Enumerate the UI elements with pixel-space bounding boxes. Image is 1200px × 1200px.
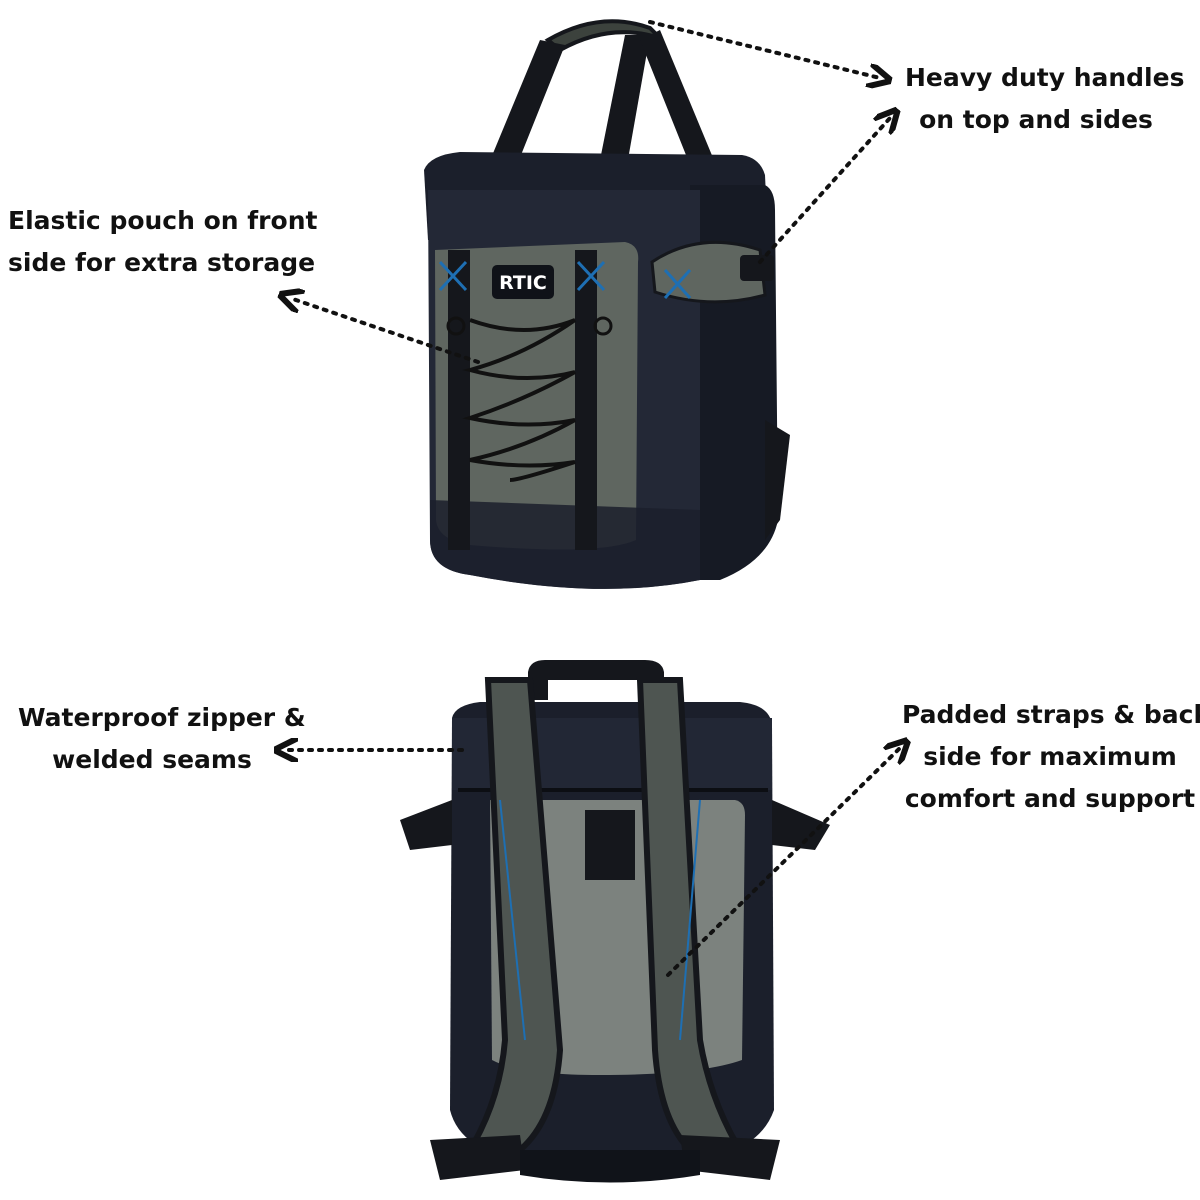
callout-zipper-line2: welded seams bbox=[52, 745, 252, 774]
back-strap-peek bbox=[765, 420, 790, 540]
callout-pouch-line1: Elastic pouch on front bbox=[8, 206, 318, 235]
side-handle-blue bbox=[663, 269, 692, 299]
back-base bbox=[520, 1150, 700, 1183]
arrow-handles-top bbox=[648, 20, 880, 78]
bottom-strap-left bbox=[430, 1135, 525, 1180]
bungee-cord bbox=[462, 318, 577, 482]
callout-straps-line1: Padded straps & back bbox=[902, 700, 1200, 729]
front-bottom-band bbox=[430, 500, 700, 589]
bottom-strap-right bbox=[680, 1135, 780, 1180]
callout-handles: Heavy duty handles on top and sides bbox=[905, 57, 1185, 141]
logo-badge bbox=[492, 265, 554, 299]
callout-handles-line2: on top and sides bbox=[919, 105, 1153, 134]
strap-piping-right bbox=[679, 799, 701, 1041]
callout-straps-line2: side for maximum bbox=[923, 742, 1177, 771]
panel-strap-right bbox=[575, 250, 597, 550]
callout-pouch-line2: side for extra storage bbox=[8, 248, 316, 277]
callout-zipper-line1: Waterproof zipper & bbox=[18, 703, 306, 732]
back-view-backpack bbox=[400, 660, 830, 1183]
arrow-handles-side bbox=[758, 118, 890, 264]
center-back-strap bbox=[585, 810, 635, 880]
strap-piping-left bbox=[499, 799, 526, 1041]
callout-handles-line1: Heavy duty handles bbox=[905, 63, 1185, 92]
arrow-pouch bbox=[290, 298, 480, 364]
front-view-backpack: RTIC bbox=[424, 19, 790, 589]
blue-accent-right bbox=[576, 260, 606, 292]
callout-straps: Padded straps & back side for maximum co… bbox=[902, 694, 1200, 820]
d-ring-left bbox=[446, 316, 466, 336]
panel-strap-left bbox=[448, 250, 470, 550]
back-top-handle bbox=[528, 660, 664, 700]
callout-zipper: Waterproof zipper & welded seams bbox=[18, 697, 306, 781]
callout-straps-line3: comfort and support bbox=[904, 784, 1196, 813]
d-ring-right bbox=[593, 316, 613, 336]
logo-text: RTIC bbox=[499, 272, 547, 294]
callout-arrows bbox=[286, 20, 900, 977]
side-buckle bbox=[740, 255, 774, 281]
back-side-handle-right bbox=[772, 800, 830, 850]
arrow-straps bbox=[666, 748, 900, 977]
callout-pouch: Elastic pouch on front side for extra st… bbox=[8, 200, 318, 284]
blue-accent-left bbox=[438, 260, 468, 292]
back-side-handle-left bbox=[400, 800, 452, 850]
